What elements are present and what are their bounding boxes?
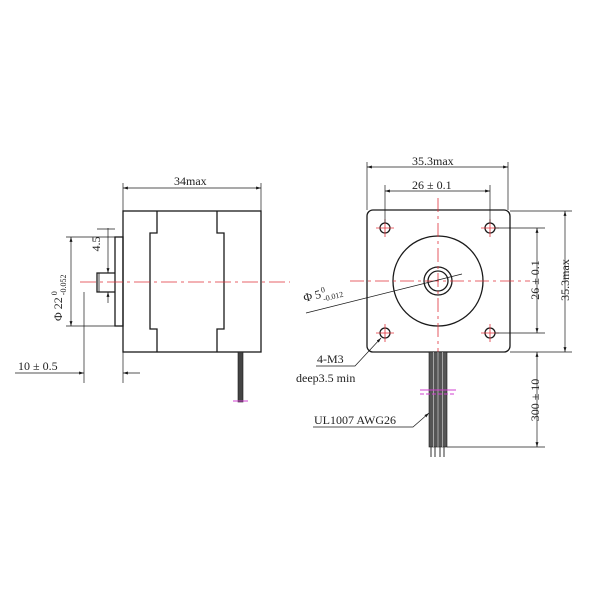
front-dimensions — [305, 162, 572, 448]
dim-hole-spacing-v: 26 ± 0.1 — [528, 260, 542, 300]
shaft — [96, 272, 115, 293]
stator-section-left — [149, 211, 158, 352]
side-dimensions — [15, 183, 262, 383]
flange-tol-upper: 0 — [50, 291, 59, 296]
dim-flange-height: 4.5 — [89, 236, 103, 252]
motor-body — [122, 210, 262, 353]
dim-overall-width: 35.3max — [412, 154, 454, 168]
lead-wire-side — [237, 351, 244, 403]
hole-crosshairs — [376, 219, 499, 342]
lead-wire-bundle — [420, 351, 456, 457]
label-mount-depth: deep3.5 min — [296, 371, 356, 385]
dim-hole-spacing-h: 26 ± 0.1 — [412, 178, 452, 192]
dim-lead-length: 300 ± 10 — [528, 378, 542, 422]
side-view — [96, 210, 262, 403]
dim-overall-height: 35.3max — [558, 259, 572, 301]
label-wire-spec: UL1007 AWG26 — [314, 413, 397, 427]
label-mount-holes: 4-M3 — [317, 352, 344, 366]
dim-body-length: 34max — [174, 174, 207, 188]
dim-shaft-length: 10 ± 0.5 — [18, 359, 58, 373]
stator-section-right — [216, 211, 225, 352]
flange-tol-lower: -0.052 — [59, 274, 68, 296]
flange-diameter-value: Φ 22 — [50, 297, 65, 321]
front-centerlines — [350, 198, 530, 365]
shaft-diameter-value: Φ 5 — [301, 286, 323, 305]
flange-boss — [114, 236, 124, 327]
